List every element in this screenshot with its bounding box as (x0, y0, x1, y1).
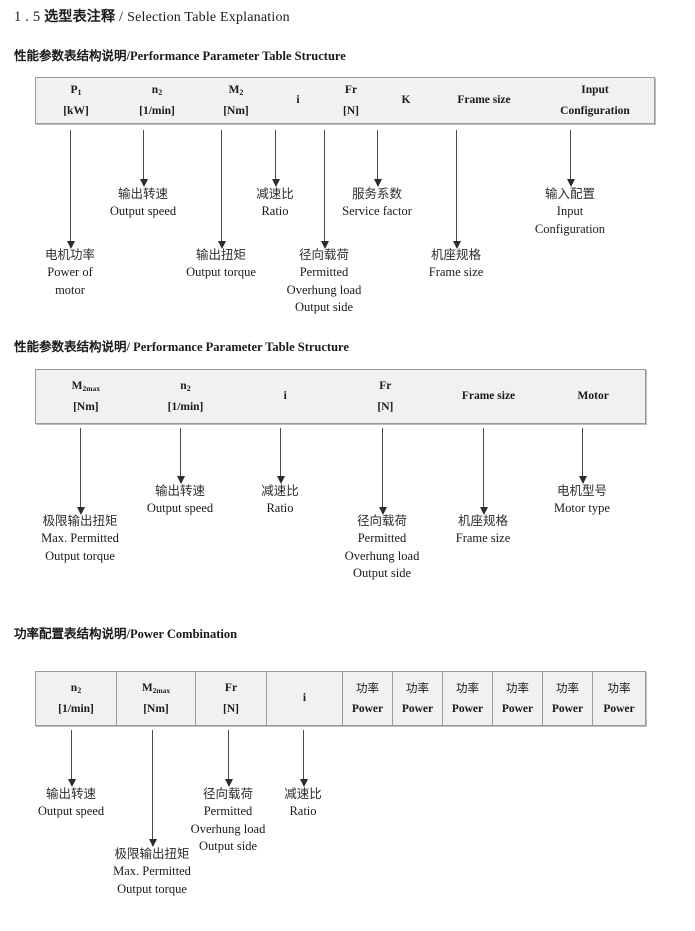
annotation-frame-size-2: 机座规格 Frame size (455, 513, 511, 545)
table1-col-m2: M2 [Nm] (223, 83, 249, 117)
annotation-frame-size: 机座规格 Frame size (428, 247, 484, 279)
table2-col-motor: Motor (577, 390, 609, 403)
arrow-frame-size (452, 130, 461, 249)
annotation-output-speed-3: 输出转速 Output speed (37, 786, 105, 818)
performance-parameter-table-1: P1 [kW] n2 [1/min] M2 [Nm] i Fr [N] K Fr… (35, 77, 655, 124)
arrow-output-speed-2 (176, 428, 185, 484)
section-heading-3: 功率配置表结构说明/Power Combination (14, 623, 237, 642)
page-title-separator: / (119, 9, 124, 25)
annotation-overhung-load-3: 径向载荷 Permitted Overhung load Output side (190, 786, 266, 854)
table1-col-i: i (296, 94, 300, 107)
table1-col-k: K (401, 94, 411, 107)
table2-col-m2max: M2max [Nm] (71, 379, 101, 413)
arrow-ratio-3 (299, 730, 308, 787)
page-title: 1 . 5 选型表注释 / Selection Table Explanatio… (14, 6, 290, 26)
section-heading-2-sep: / (126, 340, 130, 354)
table3-col-m2max: M2max [Nm] (116, 672, 195, 725)
page-title-cn: 选型表注释 (44, 9, 116, 25)
annotation-max-permitted-output-torque: 极限输出扭矩 Max. Permitted Output torque (41, 513, 119, 563)
arrow-output-torque (217, 130, 226, 249)
table1-col-p1: P1 [kW] (63, 83, 89, 117)
annotation-overhung-load-2: 径向载荷 Permitted Overhung load Output side (344, 513, 420, 581)
table3-col-power-4: 功率 Power (492, 672, 542, 725)
annotation-input-configuration: 输入配置 Input Configuration (534, 186, 606, 236)
arrow-output-speed-3 (67, 730, 76, 787)
arrow-ratio (271, 130, 280, 187)
section-heading-1-en: Performance Parameter Table Structure (130, 49, 346, 63)
table3-col-i: i (266, 672, 342, 725)
arrow-ratio-2 (276, 428, 285, 484)
section-heading-1-sep: / (126, 49, 130, 63)
table1-col-frame-size: Frame size (457, 94, 511, 107)
performance-parameter-table-2: M2max [Nm] n2 [1/min] i Fr [N] Frame siz… (35, 369, 646, 424)
section-heading-3-cn: 功率配置表结构说明 (14, 626, 127, 641)
annotation-ratio-3: 减速比 Ratio (284, 786, 322, 818)
table3-col-n2: n2 [1/min] (58, 681, 94, 715)
arrow-overhung-load-3 (224, 730, 233, 787)
power-combination-table: n2 [1/min] M2max [Nm] Fr [N] i 功率 Power … (35, 671, 646, 726)
table2-col-n2: n2 [1/min] (167, 379, 204, 413)
page-title-number: 1 . 5 (14, 9, 41, 25)
table3-col-power-1: 功率 Power (342, 672, 392, 725)
annotation-ratio-2: 减速比 Ratio (261, 483, 299, 515)
arrow-service-factor (373, 130, 382, 187)
page-title-en: Selection Table Explanation (127, 10, 290, 25)
arrow-power-of-motor (66, 130, 75, 249)
section-heading-1-cn: 性能参数表结构说明 (14, 48, 127, 63)
table3-col-power-5: 功率 Power (542, 672, 592, 725)
section-heading-3-en: Power Combination (130, 627, 238, 641)
annotation-max-permitted-output-torque-3: 极限输出扭矩 Max. Permitted Output torque (113, 846, 191, 896)
section-heading-3-sep: / (126, 627, 130, 641)
section-heading-1: 性能参数表结构说明/Performance Parameter Table St… (14, 45, 346, 64)
table3-col-power-6: 功率 Power (592, 672, 645, 725)
table2-col-frame-size: Frame size (461, 390, 516, 403)
section-heading-2-en: Performance Parameter Table Structure (133, 340, 349, 354)
annotation-power-of-motor: 电机功率 Power of motor (44, 247, 96, 297)
table1-col-n2: n2 [1/min] (139, 83, 175, 117)
arrow-frame-size-2 (479, 428, 488, 515)
annotation-output-torque: 输出扭矩 Output torque (186, 247, 256, 279)
arrow-overhung-load-2 (378, 428, 387, 515)
table1-col-input-configuration: Input Configuration (560, 83, 630, 117)
arrow-output-speed (139, 130, 148, 187)
table2-col-fr: Fr [N] (377, 379, 394, 413)
table3-col-power-3: 功率 Power (442, 672, 492, 725)
arrow-overhung-load (320, 130, 329, 249)
table2-col-i: i (283, 390, 287, 403)
annotation-overhung-load: 径向载荷 Permitted Overhung load Output side (286, 247, 362, 315)
table3-col-power-2: 功率 Power (392, 672, 442, 725)
section-heading-2: 性能参数表结构说明/ Performance Parameter Table S… (14, 336, 349, 355)
section-heading-2-cn: 性能参数表结构说明 (14, 339, 127, 354)
annotation-output-speed: 输出转速 Output speed (109, 186, 177, 218)
annotation-service-factor: 服务系数 Service factor (342, 186, 412, 218)
annotation-motor-type: 电机型号 Motor type (554, 483, 610, 515)
annotation-output-speed-2: 输出转速 Output speed (146, 483, 214, 515)
arrow-input-configuration (566, 130, 575, 187)
annotation-ratio: 减速比 Ratio (256, 186, 294, 218)
table3-col-fr: Fr [N] (195, 672, 266, 725)
arrow-max-permitted-output-torque-3 (148, 730, 157, 847)
arrow-motor-type (578, 428, 587, 484)
arrow-max-permitted-output-torque (76, 428, 85, 515)
table1-col-fr: Fr [N] (343, 83, 359, 117)
